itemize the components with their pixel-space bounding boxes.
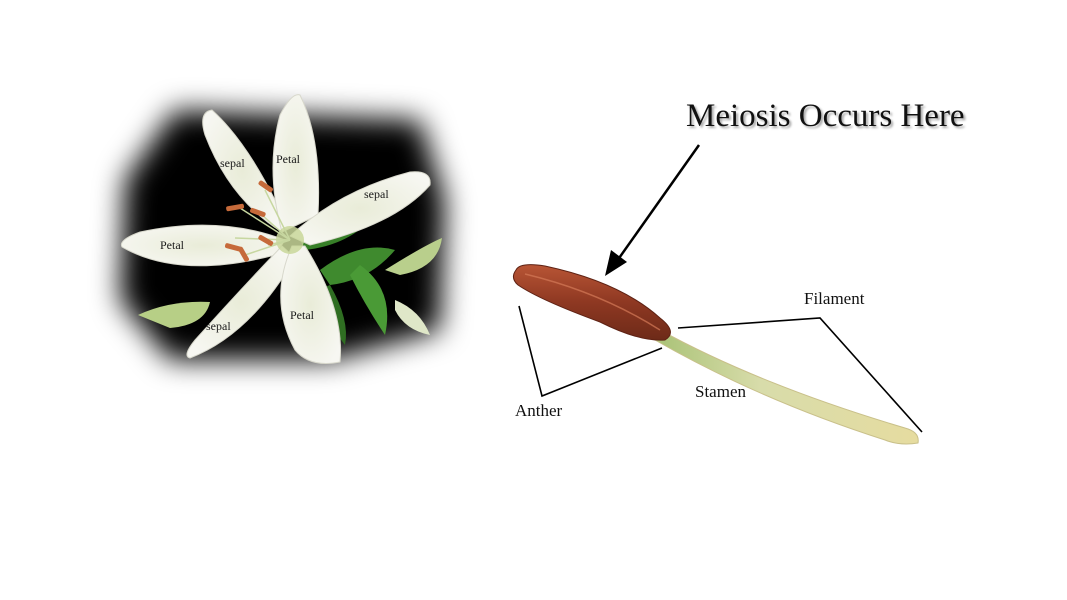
- petal-top: [272, 94, 320, 233]
- leaf-shape: [350, 265, 388, 335]
- leaf-shape: [320, 247, 395, 285]
- petal-bottom: [280, 245, 342, 364]
- flower-anthers: [224, 180, 274, 262]
- filament-bracket-lines: [677, 317, 923, 433]
- label-sepal-right: sepal: [364, 187, 389, 201]
- flower-bud: [385, 238, 442, 275]
- label-anther: Anther: [515, 401, 563, 420]
- label-petal-left: Petal: [160, 238, 185, 252]
- stamen-image: [512, 264, 919, 445]
- label-petal-bottom: Petal: [290, 308, 315, 322]
- sepal-top: [202, 109, 283, 234]
- anther-shape: [512, 264, 671, 341]
- label-filament: Filament: [804, 289, 865, 308]
- lily-flower-image: sepal Petal sepal Petal sepal Petal: [120, 94, 445, 364]
- meiosis-arrow: [605, 144, 701, 276]
- label-petal-top: Petal: [276, 152, 301, 166]
- sepal-bottom: [186, 245, 296, 359]
- flower-bud: [138, 301, 210, 328]
- filament-shape: [654, 329, 919, 445]
- flower-bud: [395, 300, 430, 335]
- anther-groove: [524, 273, 661, 331]
- sepal-right: [289, 171, 431, 246]
- label-sepal-bottom: sepal: [206, 319, 231, 333]
- meiosis-headline: Meiosis Occurs Here: [686, 98, 965, 134]
- label-stamen: Stamen: [695, 382, 746, 401]
- anther-bracket-lines: [518, 305, 663, 398]
- label-sepal-top: sepal: [220, 156, 245, 170]
